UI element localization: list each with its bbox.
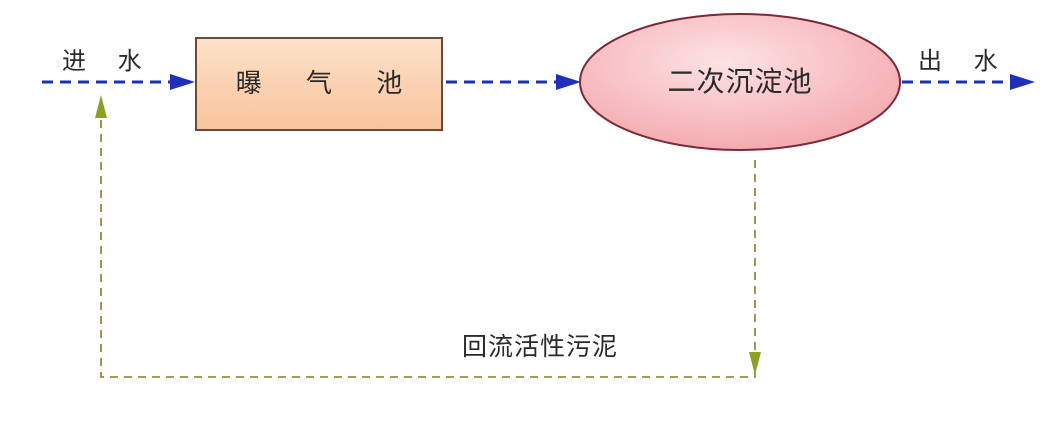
aeration-tank-label: 曝 气 池 [235,69,421,99]
outlet-arrow-head [1010,74,1035,90]
secondary-clarifier-label: 二次沉淀池 [667,65,813,98]
return-sludge-label: 回流活性污泥 [462,332,619,361]
outlet-label: 出 水 [918,47,1010,75]
aeration-to-clarifier-arrow-head [556,74,581,90]
secondary-clarifier-ellipse [579,13,901,151]
return-up-arrow-head [95,95,107,118]
inlet-label: 进 水 [62,47,154,75]
return-down-arrow-head [749,352,761,375]
aeration-tank-box [195,37,443,131]
inlet-arrow-head [170,74,195,90]
